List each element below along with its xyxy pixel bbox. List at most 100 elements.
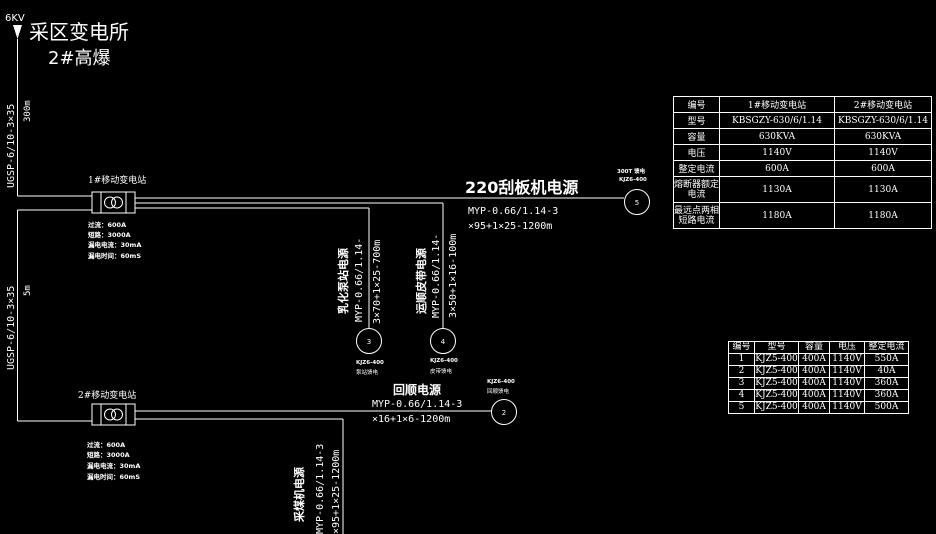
table-cell: 550A [864,353,909,366]
belt-node-number: 4 [441,338,446,346]
return-cable: MYP-0.66/1.14-3 [372,399,462,410]
bottom-feeder-length: 5m [23,285,33,296]
conveyor-cable: ×95+1×25-1200m [468,221,552,232]
conveyor-cable: MYP-0.66/1.14-3 [468,206,558,217]
table-cell: 1140V [829,365,865,378]
conveyor-feeder-label: 300T 馈电 [617,167,646,175]
table-cell: KBSGZY-630/6/1.14 [719,112,835,129]
feeder-node-icon [624,189,650,215]
voltage-label: 6KV [5,13,25,24]
header-cell: 型号 [754,341,799,354]
table-cell: 360A [864,389,909,402]
table-cell: 400A [798,353,830,366]
feeder-spec-table: 编号 型号 容量 电压 整定电流 1 KJZ5-400 400A 1140V 5… [728,341,909,414]
header-cell: 电压 [829,341,865,354]
header-cell: 编号 [673,96,720,113]
pump-cable: MYP-0.66/1.14- [354,238,365,322]
return-cable: ×16+1×6-1200m [372,414,450,425]
table-cell: 630KVA [834,128,932,145]
table-cell: 1140V [829,353,865,366]
table-cell: KJZ5-400 [754,377,799,390]
header-cell: 容量 [798,341,830,354]
station2-param: 漏电时间：60mS [87,472,140,481]
table-cell: 3 [728,377,755,390]
table-cell: KJZ5-400 [754,353,799,366]
belt-cable: 3×50+1×16-100m [448,234,459,318]
table-cell: 400A [798,365,830,378]
table-cell: 1130A [719,176,835,203]
table-cell: 1 [728,353,755,366]
belt-feeder-model: KJZ6-400 [430,358,458,364]
table-cell: 1140V [829,377,865,390]
table-cell: 1180A [719,202,835,229]
station2-param: 漏电电流：30mA [87,461,140,470]
shearer-cable: MYP-0.66/1.14-3 [315,444,326,534]
station2-param: 过流：600A [87,440,125,449]
table-cell: 40A [864,365,909,378]
table-cell: 型号 [673,112,720,129]
header-cell: 编号 [728,341,755,354]
station1-transformer-icon [91,191,136,214]
return-node-number: 2 [502,409,506,417]
table-cell: 1180A [834,202,932,229]
table-row: 3 KJZ5-400 400A 1140V 360A [728,377,909,390]
station1-param: 漏电时间：60mS [88,251,141,260]
table-cell: KJZ5-400 [754,365,799,378]
station1-param: 漏电电流：30mA [88,240,141,249]
station2-label: 2#移动变电站 [78,389,136,401]
table-cell: 整定电流 [673,160,720,177]
table-cell: 容量 [673,128,720,145]
table-header-row: 编号 型号 容量 电压 整定电流 [728,341,909,354]
table-cell: 1140V [829,401,865,414]
table-row: 整定电流 600A 600A [673,160,932,177]
pump-feeder-label: 泵站馈电 [356,368,379,376]
belt-feeder-label: 皮带馈电 [430,367,453,375]
table-cell: 1140V [834,144,932,161]
table-row: 最远点两相短路电流 1180A 1180A [673,202,932,229]
feeder-node-icon [356,328,382,354]
table-cell: 360A [864,377,909,390]
table-header-row: 编号 1#移动变电站 2#移动变电站 [673,96,932,113]
header-cell: 2#移动变电站 [834,96,932,113]
table-row: 容量 630KVA 630KVA [673,128,932,145]
return-feeder-label: 回顺馈电 [487,387,510,395]
conveyor-node-number: 5 [635,199,639,207]
bottom-feeder-cable: UGSP-6/10-3×35 [6,286,17,370]
table-row: 1 KJZ5-400 400A 1140V 550A [728,353,909,366]
table-cell: 5 [728,401,755,414]
table-cell: 400A [798,401,830,414]
pump-cable: 3×70+1×25-700m [372,240,383,324]
table-cell: 1140V [829,389,865,402]
table-cell: 电压 [673,144,720,161]
table-cell: 500A [864,401,909,414]
conveyor-feeder-model: KJZ6-400 [619,177,647,183]
pump-node-number: 3 [367,338,371,346]
belt-title: 运顺皮带电源 [414,248,428,314]
table-cell: 2 [728,365,755,378]
table-cell: 1130A [834,176,932,203]
substation-subtitle: 2#高爆 [48,48,111,69]
belt-cable: MYP-0.66/1.14- [431,234,442,318]
top-feeder-cable: UGSP-6/10-3×35 [6,104,17,188]
return-title: 回顺电源 [393,382,441,397]
substation-spec-table: 编号 1#移动变电站 2#移动变电站 型号 KBSGZY-630/6/1.14 … [673,96,932,229]
top-feeder-length: 300m [23,100,33,122]
shearer-title: 采煤机电源 [292,467,306,523]
header-cell: 1#移动变电站 [719,96,835,113]
station2-transformer-icon [91,403,136,426]
table-row: 5 KJZ5-400 400A 1140V 500A [728,401,909,414]
station1-param: 过流：600A [88,220,126,229]
table-row: 4 KJZ5-400 400A 1140V 360A [728,389,909,402]
shearer-cable: ×95+1×25-1200m [331,450,342,534]
pump-title: 乳化泵站电源 [336,248,350,314]
table-cell: 熔断器额定电流 [673,176,720,203]
table-cell: 1140V [719,144,835,161]
table-cell: 最远点两相短路电流 [673,202,720,229]
header-cell: 整定电流 [864,341,909,354]
conveyor-title: 220刮板机电源 [465,178,578,197]
incoming-arrow-icon [13,25,22,39]
table-row: 熔断器额定电流 1130A 1130A [673,176,932,203]
table-cell: 600A [834,160,932,177]
